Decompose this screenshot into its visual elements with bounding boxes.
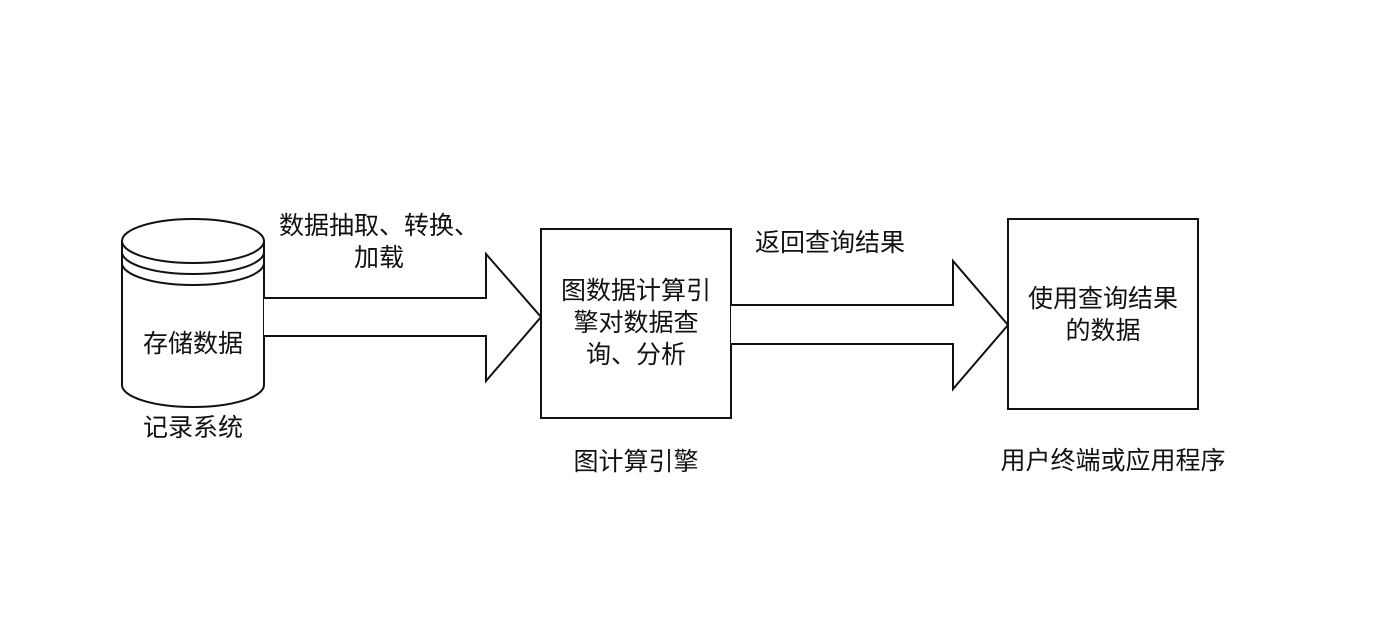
engine-caption: 图计算引擎 xyxy=(573,447,699,476)
result-arrow-label: 返回查询结果 xyxy=(754,228,905,257)
storage-label: 存储数据 xyxy=(142,329,243,358)
client-label-line-2: 的数据 xyxy=(1065,316,1141,345)
cylinder-body xyxy=(121,241,265,408)
cylinder-ring-1 xyxy=(121,251,265,275)
client-label-line-1: 使用查询结果 xyxy=(1027,284,1178,313)
storage-caption: 记录系统 xyxy=(142,413,243,442)
engine-label-line-2: 擎对数据查 xyxy=(573,308,699,337)
client-caption: 用户终端或应用程序 xyxy=(1000,446,1226,475)
extract-arrow-label-line-1: 数据抽取、转换、 xyxy=(278,211,479,240)
cylinder-top xyxy=(121,218,265,264)
engine-label-line-3: 询、分析 xyxy=(585,340,686,369)
storage-cylinder xyxy=(121,218,265,408)
engine-label: 图数据计算引 擎对数据查 询、分析 xyxy=(541,275,731,371)
result-arrow xyxy=(731,258,1010,392)
engine-label-line-1: 图数据计算引 xyxy=(560,276,711,305)
client-label: 使用查询结果 的数据 xyxy=(1008,283,1198,347)
extract-arrow-label: 数据抽取、转换、 加载 xyxy=(250,210,508,274)
client-box xyxy=(1007,218,1199,410)
extract-arrow-label-line-2: 加载 xyxy=(353,243,404,272)
cylinder-ring-2 xyxy=(121,262,265,286)
